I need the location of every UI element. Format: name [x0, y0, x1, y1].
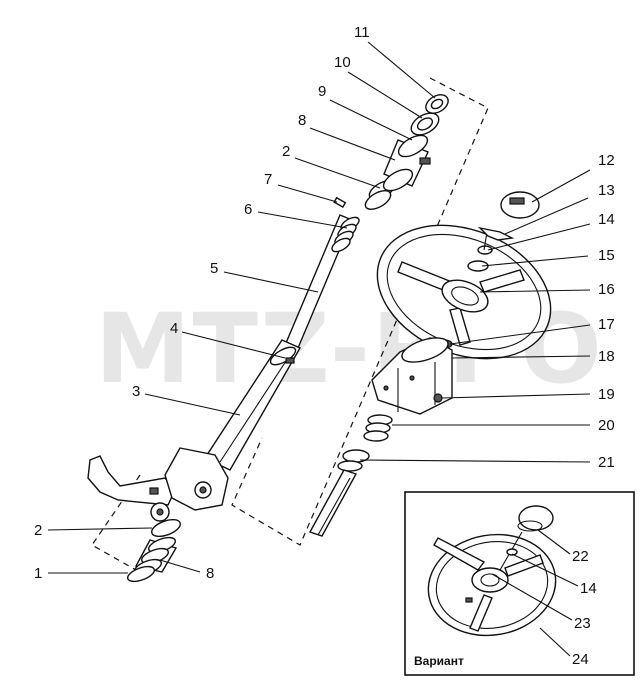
label-23: 23: [574, 615, 591, 632]
label-2-lower: 2: [34, 522, 42, 539]
variant-inset: Вариант: [404, 491, 635, 676]
hub-washer: [467, 260, 489, 272]
horn-button: [500, 191, 540, 219]
clamp-bolt: [285, 357, 295, 364]
variant-caption: Вариант: [414, 654, 464, 668]
steering-wheel-assembly: [308, 191, 552, 537]
leader-lines: [47, 41, 591, 657]
label-15: 15: [598, 247, 615, 264]
label-5: 5: [210, 260, 218, 277]
label-10: 10: [334, 54, 351, 71]
lower-seal: [126, 565, 156, 583]
label-8-lower: 8: [206, 565, 214, 582]
steering-shaft: [308, 469, 358, 537]
label-2-upper: 2: [282, 143, 290, 160]
label-7: 7: [264, 171, 272, 188]
label-13: 13: [598, 182, 615, 199]
variant-spoke-right: [504, 554, 544, 577]
label-14-main: 14: [598, 211, 615, 228]
variant-horn-button: [518, 505, 554, 531]
label-1: 1: [34, 565, 42, 582]
upper-bearing-housing: [382, 94, 449, 192]
lower-bushing: [151, 518, 181, 538]
label-12: 12: [598, 152, 615, 169]
lower-bracket: [87, 447, 229, 522]
label-20: 20: [598, 417, 615, 434]
label-18: 18: [598, 348, 615, 365]
label-8-upper: 8: [298, 112, 306, 129]
steering-column: [87, 94, 449, 583]
spoke-right: [479, 269, 525, 293]
cover-clip: [477, 226, 515, 241]
label-24: 24: [572, 651, 589, 668]
variant-spoke-bottom: [469, 594, 493, 632]
label-11: 11: [354, 24, 370, 41]
label-6: 6: [244, 201, 252, 218]
spoke-bottom: [449, 307, 471, 346]
label-22: 22: [572, 548, 589, 565]
housing-bolt: [419, 157, 431, 165]
label-16: 16: [598, 281, 615, 298]
label-3: 3: [132, 383, 140, 400]
label-4: 4: [170, 320, 178, 337]
dashed-outline-main: [231, 77, 489, 546]
variant-hub: [471, 567, 509, 593]
variant-spoke-left: [433, 537, 486, 571]
part-labels: 11 10 9 8 2 7 6 5 4 3 2 1 8 12 13 14 15 …: [34, 24, 615, 668]
bracket-body: [164, 447, 229, 511]
label-17: 17: [598, 316, 615, 333]
mounting-plate: [87, 455, 176, 506]
label-19: 19: [598, 386, 615, 403]
label-21: 21: [598, 454, 615, 471]
label-14-variant: 14: [580, 580, 597, 597]
column-tube: [203, 339, 301, 471]
label-9: 9: [318, 83, 326, 100]
key: [333, 196, 347, 209]
